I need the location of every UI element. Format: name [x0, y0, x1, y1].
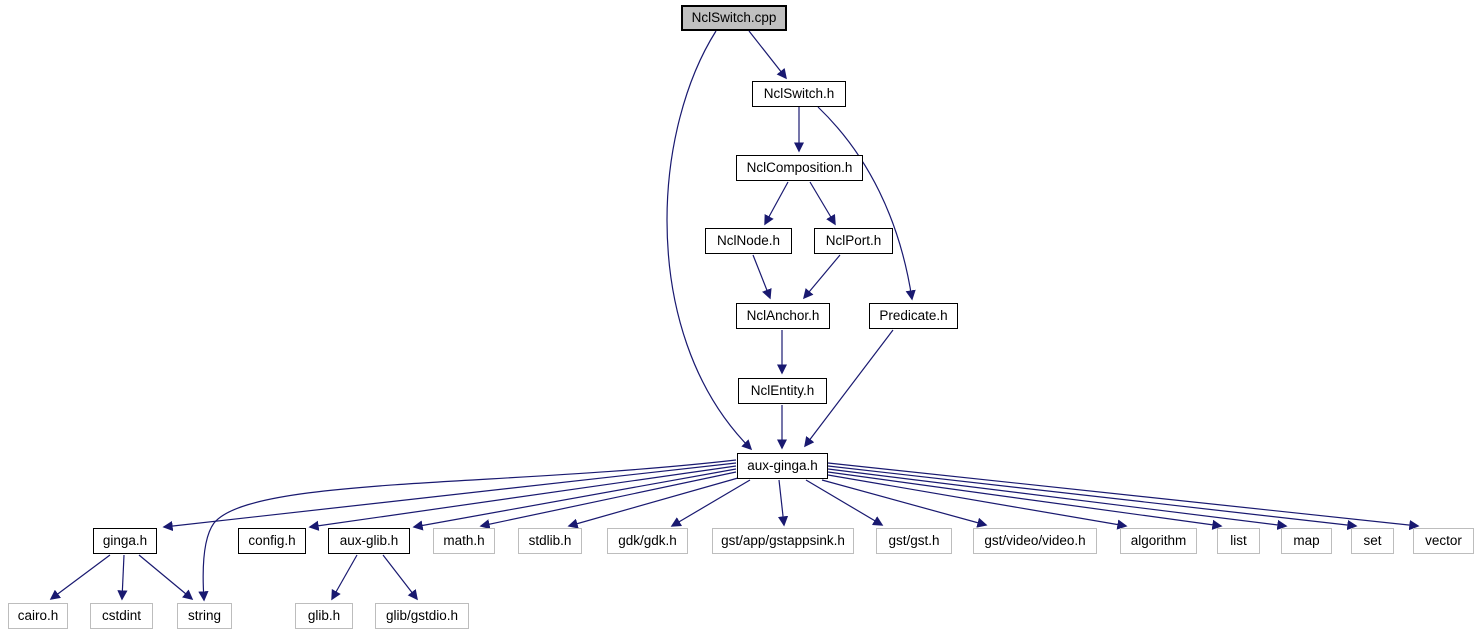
edge-auxglib-to-glibgstdio	[382, 554, 418, 601]
node-nclcomposition-h[interactable]: NclComposition.h	[736, 155, 863, 181]
edge-nclnode-to-nclanchor	[752, 254, 772, 300]
node-cstdint: cstdint	[90, 603, 153, 629]
node-list: list	[1217, 528, 1260, 554]
edge-auxginga-to-gstappsink	[777, 479, 789, 527]
edge-auxginga-to-auxglib	[412, 468, 737, 531]
node-gdk-gdk-h: gdk/gdk.h	[607, 528, 688, 554]
edge-auxginga-to-gstgsth	[805, 479, 884, 526]
node-glib-h: glib.h	[295, 603, 353, 629]
node-stdlib-h: stdlib.h	[518, 528, 582, 554]
node-config-h[interactable]: config.h	[238, 528, 306, 554]
edge-nclswitchcpp-to-auxginga	[666, 30, 753, 451]
edge-auxginga-to-set	[827, 465, 1358, 531]
node-nclentity-h[interactable]: NclEntity.h	[738, 378, 827, 404]
node-map: map	[1281, 528, 1332, 554]
node-nclswitch-h[interactable]: NclSwitch.h	[752, 81, 846, 107]
edge-nclcomposition-to-nclnode	[764, 181, 789, 226]
edge-gingah-to-string	[138, 554, 194, 600]
edge-auxglib-to-glibh	[331, 554, 358, 601]
edge-gingah-to-cstdint	[117, 554, 128, 601]
edge-nclcomposition-to-nclport	[809, 181, 836, 226]
node-glib-gstdio-h: glib/gstdio.h	[375, 603, 469, 629]
node-cairo-h: cairo.h	[8, 603, 68, 629]
edge-nclswitchh-to-predicate	[817, 106, 916, 301]
node-algorithm: algorithm	[1120, 528, 1197, 554]
edge-nclport-to-nclanchor	[803, 254, 841, 300]
edge-auxginga-to-mathh	[479, 471, 737, 530]
edge-auxginga-to-configh	[308, 465, 737, 531]
edge-auxginga-to-map	[827, 468, 1288, 530]
node-nclanchor-h[interactable]: NclAnchor.h	[736, 303, 830, 329]
edge-auxginga-to-vector	[827, 462, 1420, 531]
node-nclswitch-cpp: NclSwitch.cpp	[681, 5, 787, 31]
node-vector: vector	[1413, 528, 1474, 554]
edge-auxginga-to-algorithm	[827, 474, 1128, 530]
edge-auxginga-to-gingah	[162, 462, 737, 532]
node-string: string	[177, 603, 232, 629]
edge-gingah-to-cairoh	[49, 554, 111, 600]
edge-auxginga-to-gstvideo	[821, 479, 988, 528]
edge-auxginga-to-gdkgdkh	[670, 479, 751, 527]
node-gst-video-video-h: gst/video/video.h	[973, 528, 1097, 554]
node-gst-gst-h: gst/gst.h	[876, 528, 952, 554]
edge-predicate-to-auxginga	[804, 329, 894, 448]
node-nclnode-h[interactable]: NclNode.h	[705, 228, 792, 254]
node-nclport-h[interactable]: NclPort.h	[814, 228, 893, 254]
node-predicate-h[interactable]: Predicate.h	[869, 303, 958, 329]
edge-auxginga-to-stdlibh	[567, 477, 739, 529]
node-set: set	[1351, 528, 1394, 554]
edge-nclswitchcpp-to-nclswitchh	[748, 30, 787, 80]
node-math-h: math.h	[433, 528, 495, 554]
edge-auxginga-to-list	[827, 471, 1223, 530]
node-aux-glib-h[interactable]: aux-glib.h	[328, 528, 410, 554]
node-ginga-h[interactable]: ginga.h	[93, 528, 157, 554]
node-gst-app-gstappsink-h: gst/app/gstappsink.h	[712, 528, 854, 554]
edge-auxginga-to-string	[198, 459, 737, 602]
node-aux-ginga-h[interactable]: aux-ginga.h	[737, 453, 828, 479]
